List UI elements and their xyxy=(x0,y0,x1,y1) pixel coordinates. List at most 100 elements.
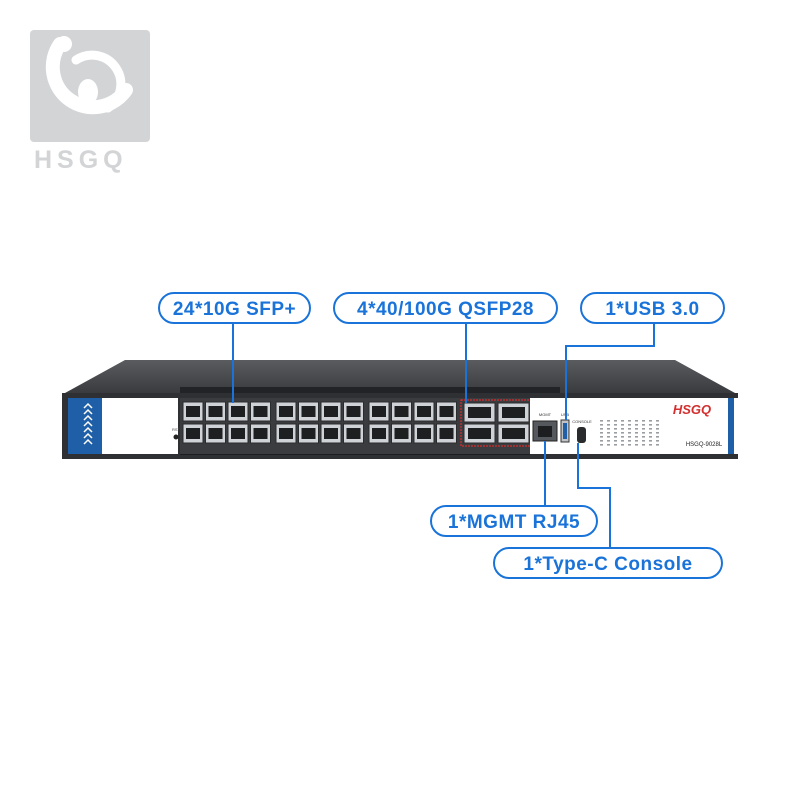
logo-mark xyxy=(30,30,150,142)
sfp-port-cage xyxy=(394,428,409,439)
led-indicator xyxy=(621,432,624,434)
callout-sfp: 24*10G SFP+ xyxy=(158,292,311,324)
front-white-face xyxy=(102,398,178,454)
sfp-port-cage xyxy=(301,406,316,417)
led-indicator xyxy=(614,444,617,446)
led-indicator xyxy=(628,420,631,422)
led-indicator xyxy=(642,432,645,434)
qsfp-port-cage xyxy=(502,428,525,439)
led-indicator xyxy=(621,436,624,438)
logo-wordmark: HSGQ xyxy=(34,146,128,174)
led-indicator xyxy=(649,420,652,422)
sfp-port-cage xyxy=(253,428,268,439)
led-indicator xyxy=(649,432,652,434)
led-indicator xyxy=(635,420,638,422)
sfp-port-group xyxy=(182,401,457,444)
qsfp-port-cage xyxy=(502,407,525,418)
device-brand: HSGQ xyxy=(673,402,711,417)
led-indicator xyxy=(614,428,617,430)
led-indicator xyxy=(628,440,631,442)
led-indicator xyxy=(607,424,610,426)
led-indicator xyxy=(642,436,645,438)
led-indicator xyxy=(614,440,617,442)
right-blue-strip xyxy=(728,398,734,454)
led-indicator xyxy=(614,424,617,426)
led-indicator xyxy=(642,440,645,442)
led-indicator xyxy=(621,428,624,430)
led-indicator xyxy=(635,428,638,430)
sfp-port-cage xyxy=(417,406,431,417)
sfp-port-cage xyxy=(231,428,245,439)
led-indicator xyxy=(649,424,652,426)
led-indicator xyxy=(656,444,659,446)
hsgq-watermark-logo: HSGQ xyxy=(30,30,150,174)
sfp-port-cage xyxy=(417,428,431,439)
sfp-port-cage xyxy=(346,428,361,439)
sfp-port-cage xyxy=(253,406,268,417)
led-indicator xyxy=(600,428,603,430)
top-vent xyxy=(180,387,560,393)
sfp-port-cage xyxy=(279,406,293,417)
sfp-port-cage xyxy=(301,428,316,439)
led-indicator xyxy=(649,428,652,430)
led-indicator xyxy=(607,428,610,430)
led-indicator xyxy=(607,436,610,438)
led-indicator xyxy=(642,444,645,446)
led-indicator xyxy=(628,428,631,430)
led-indicator xyxy=(635,432,638,434)
led-indicator xyxy=(607,444,610,446)
led-indicator xyxy=(621,440,624,442)
led-indicator xyxy=(649,440,652,442)
sfp-port-cage xyxy=(346,406,361,417)
qsfp-port-cage xyxy=(468,428,491,439)
rst-label: RST xyxy=(172,427,181,432)
device-model: HSGQ-9028L xyxy=(686,442,723,448)
led-indicator xyxy=(656,440,659,442)
led-indicator xyxy=(628,436,631,438)
led-indicator xyxy=(600,420,603,422)
led-indicator xyxy=(656,432,659,434)
led-indicator xyxy=(635,444,638,446)
led-indicator xyxy=(621,424,624,426)
sfp-port-cage xyxy=(231,406,245,417)
sfp-port-cage xyxy=(324,406,338,417)
sfp-port-cage xyxy=(394,406,409,417)
led-indicator xyxy=(600,432,603,434)
led-indicator xyxy=(628,444,631,446)
console-label: CONSOLE xyxy=(572,419,592,424)
led-indicator xyxy=(614,432,617,434)
led-indicator xyxy=(635,424,638,426)
led-indicator xyxy=(614,420,617,422)
sfp-port-cage xyxy=(324,428,338,439)
led-indicator xyxy=(656,420,659,422)
led-indicator xyxy=(628,432,631,434)
led-indicator xyxy=(642,428,645,430)
sfp-port-cage xyxy=(208,406,223,417)
led-indicator xyxy=(656,428,659,430)
type-c-console-port xyxy=(577,427,586,443)
sfp-port-cage xyxy=(439,406,454,417)
led-indicator xyxy=(607,440,610,442)
led-indicator xyxy=(628,424,631,426)
led-indicator xyxy=(656,424,659,426)
qsfp-port-group xyxy=(463,402,530,444)
led-indicator xyxy=(642,424,645,426)
led-indicator xyxy=(600,444,603,446)
led-indicator xyxy=(642,420,645,422)
callout-qsfp: 4*40/100G QSFP28 xyxy=(333,292,558,324)
sfp-port-cage xyxy=(372,406,386,417)
led-indicator xyxy=(600,440,603,442)
led-indicator xyxy=(607,432,610,434)
sfp-port-cage xyxy=(439,428,454,439)
led-indicator xyxy=(621,420,624,422)
led-indicator xyxy=(635,436,638,438)
led-indicator xyxy=(635,440,638,442)
swirl-icon xyxy=(45,36,133,115)
led-indicator xyxy=(649,436,652,438)
qsfp-port-cage xyxy=(468,407,491,418)
reset-pinhole xyxy=(173,434,179,440)
sfp-port-cage xyxy=(279,428,293,439)
led-indicator xyxy=(600,436,603,438)
sfp-port-cage xyxy=(208,428,223,439)
